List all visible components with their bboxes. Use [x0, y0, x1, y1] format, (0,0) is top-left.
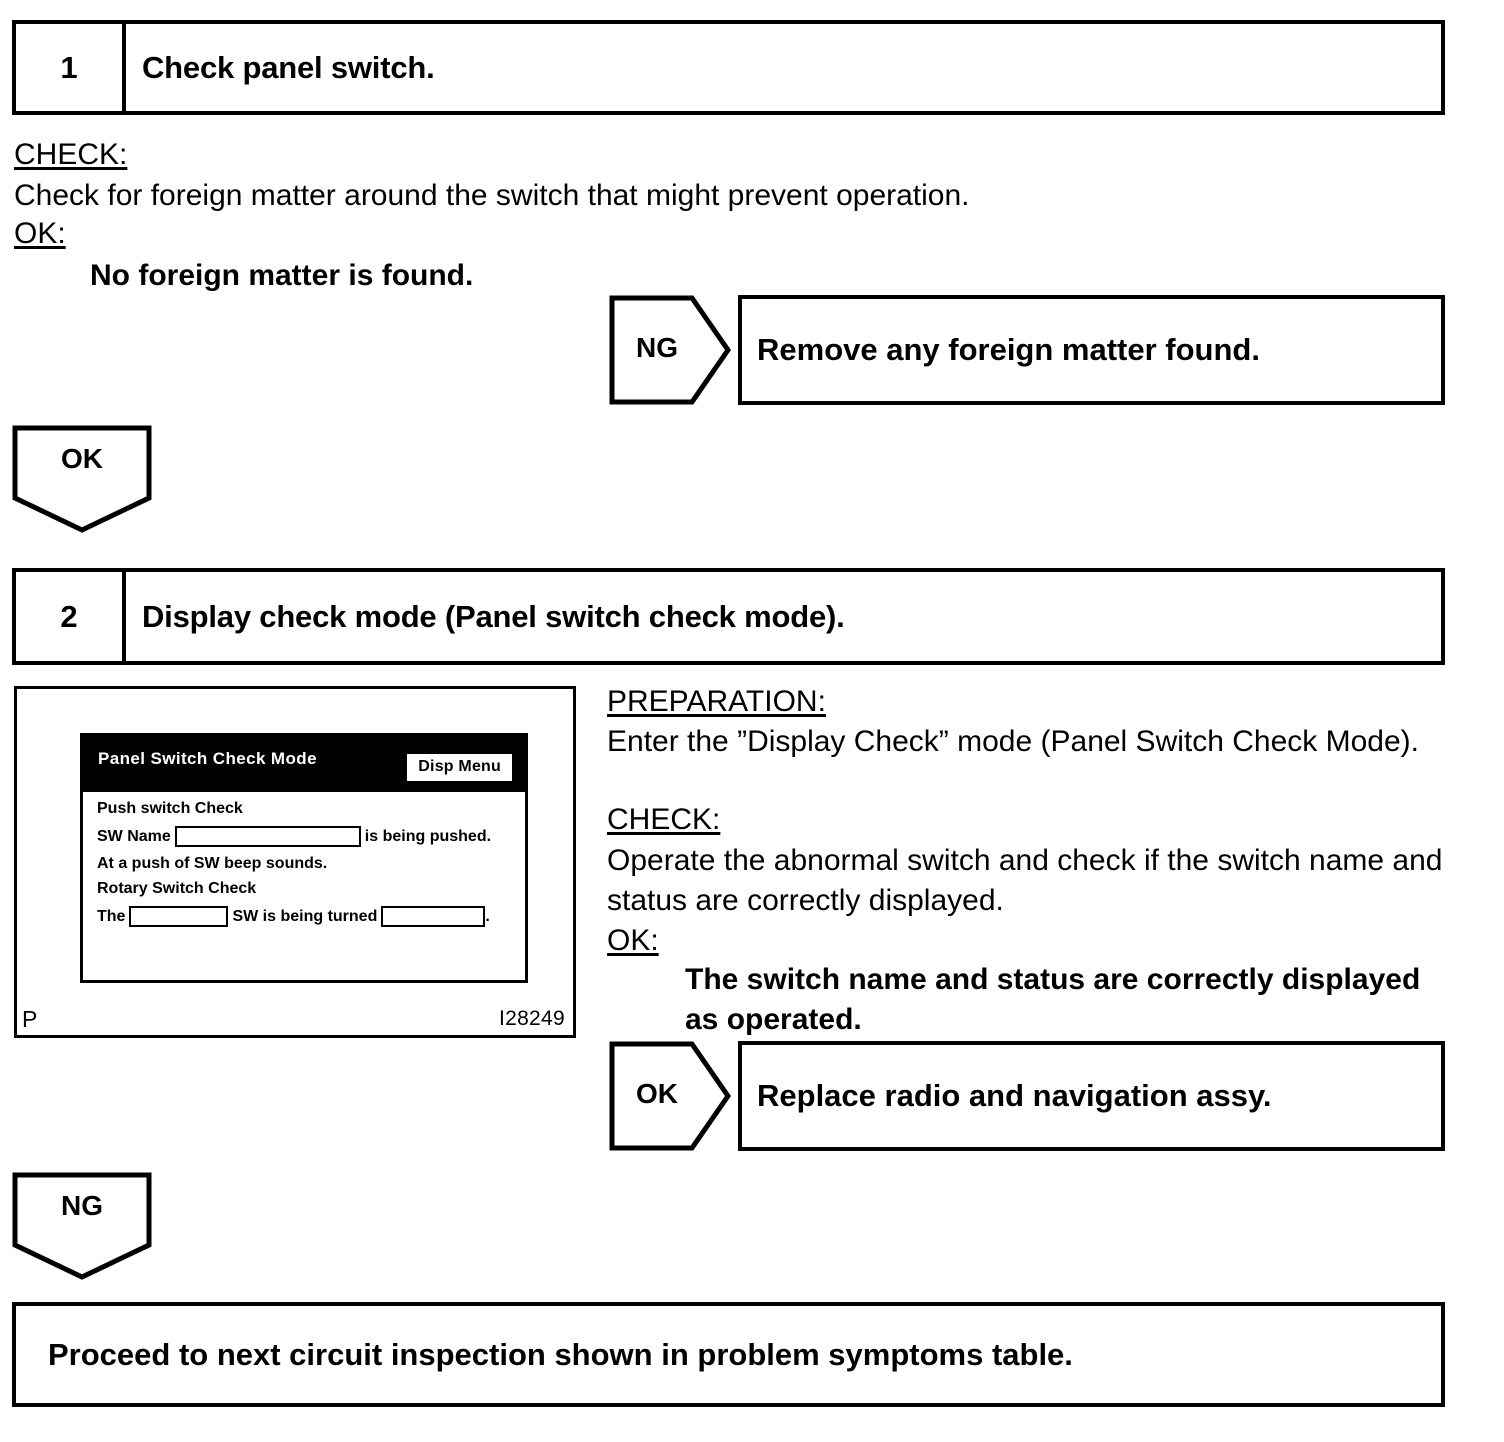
nav-screen-mock: Panel Switch Check Mode Disp Menu Push s…	[80, 733, 528, 983]
step-2-preparation-label: PREPARATION:	[607, 685, 826, 718]
nav-line-push-switch-check: Push switch Check	[97, 800, 243, 817]
nav-screen-body: Push switch Check SW Name is being pushe…	[83, 792, 525, 927]
connector-ok-step1: OK	[12, 425, 152, 533]
step-2-check-label: CHECK:	[607, 803, 721, 836]
step-2-ok-result-text: Replace radio and navigation assy.	[757, 1078, 1272, 1113]
step-1-box: 1 Check panel switch.	[12, 20, 1445, 115]
step-2-check-text: Operate the abnormal switch and check if…	[607, 844, 1443, 917]
rotary-sw-name-field[interactable]	[129, 906, 229, 927]
step-2-ok-text-line1: The switch name and status are correctly…	[685, 963, 1421, 996]
rotary-prefix-label: The	[97, 907, 126, 925]
nav-line-rotary-switch-check: Rotary Switch Check	[97, 880, 257, 897]
rotary-suffix-label: .	[485, 907, 490, 925]
connector-ng-step2-label: NG	[61, 1190, 103, 1221]
ng-arrow-right-icon	[609, 295, 731, 405]
rotary-direction-field[interactable]	[381, 906, 486, 927]
step-2-title: Display check mode (Panel switch check m…	[142, 598, 845, 634]
step-1-number: 1	[16, 24, 126, 111]
step-1-ng-result-box: Remove any foreign matter found.	[738, 295, 1445, 405]
connector-ng-step2: NG	[12, 1172, 152, 1280]
nav-line-beep: At a push of SW beep sounds.	[97, 855, 328, 872]
nav-line-rotary-status: The SW is being turned .	[97, 906, 525, 927]
final-result-text: Proceed to next circuit inspection shown…	[48, 1336, 1073, 1372]
connector-ok-step1-label: OK	[61, 443, 103, 474]
step-1-check-label: CHECK:	[14, 138, 128, 171]
disp-menu-button[interactable]: Disp Menu	[407, 754, 512, 781]
step-2-box: 2 Display check mode (Panel switch check…	[12, 568, 1445, 665]
ok-arrow-down-icon	[12, 425, 152, 533]
nav-screen-header: Panel Switch Check Mode Disp Menu	[83, 736, 525, 792]
step-2-ok-result-box: Replace radio and navigation assy.	[738, 1041, 1445, 1151]
rotary-middle-label: SW is being turned	[232, 907, 378, 925]
sw-name-field[interactable]	[174, 826, 361, 847]
sw-name-label: SW Name	[97, 827, 171, 845]
illustration-code-right: I28249	[498, 1007, 565, 1030]
step-1-title: Check panel switch.	[142, 49, 435, 85]
step-2-ok-text-line2: as operated.	[685, 1003, 862, 1036]
connector-ok-step2-label: OK	[636, 1078, 678, 1109]
step-2-ok-label: OK:	[607, 924, 659, 957]
step-2-preparation-text: Enter the ”Display Check” mode (Panel Sw…	[607, 725, 1419, 758]
step-2-number: 2	[16, 572, 126, 661]
sw-name-suffix: is being pushed.	[364, 827, 492, 845]
connector-ng-step1-label: NG	[636, 332, 678, 363]
step-1-ng-result-text: Remove any foreign matter found.	[757, 332, 1260, 367]
nav-line-sw-name: SW Name is being pushed.	[97, 826, 525, 847]
step-1-check-text: Check for foreign matter around the swit…	[14, 179, 970, 212]
illustration-frame: Panel Switch Check Mode Disp Menu Push s…	[14, 686, 576, 1038]
illustration-code-left: P	[22, 1006, 38, 1032]
final-result-box: Proceed to next circuit inspection shown…	[12, 1302, 1445, 1407]
connector-ok-step2: OK	[609, 1041, 731, 1151]
ok-arrow-right-icon	[609, 1041, 731, 1151]
step-1-ok-text: No foreign matter is found.	[90, 259, 474, 292]
step-1-ok-label: OK:	[14, 217, 66, 250]
connector-ng-step1: NG	[609, 295, 731, 405]
nav-screen-header-title: Panel Switch Check Mode	[98, 749, 317, 768]
ng-arrow-down-icon	[12, 1172, 152, 1280]
